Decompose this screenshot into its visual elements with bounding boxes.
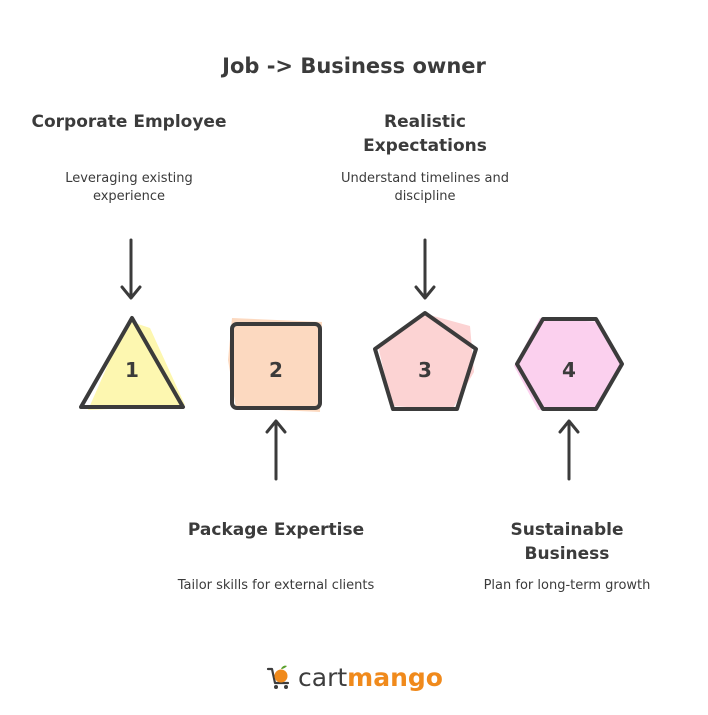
step-4-fill (514, 318, 624, 410)
step-3-number: 3 (418, 358, 432, 382)
arrow-up-step-2 (265, 419, 287, 481)
step-1-description: Leveraging existing experience (65, 171, 193, 204)
step-2-title: Package Expertise (187, 520, 365, 540)
cart-mango-icon (266, 665, 290, 689)
step-2-description: Tailor skills for external clients (177, 578, 375, 593)
arrow-down-step-1 (120, 238, 142, 300)
logo-text-cart: cart (298, 662, 348, 692)
step-3-outline (373, 311, 478, 411)
step-3-description: Understand timelines and discipline (340, 171, 509, 204)
step-3-shape: 3 (373, 311, 478, 411)
step-2-number: 2 (269, 358, 283, 382)
step-2-outline (230, 322, 322, 410)
step-4-description: Plan for long-term growth (483, 578, 651, 593)
logo-text-mango: mango (347, 662, 443, 692)
step-4-shape: 4 (514, 317, 624, 411)
step-3-fill (378, 314, 474, 410)
step-4-number: 4 (562, 358, 576, 382)
diagram-title: Job -> Business owner (222, 54, 486, 78)
brand-logo: cartmango (266, 660, 443, 694)
step-3-title: Realistic Expectations (363, 112, 487, 156)
arrow-up-step-4 (558, 419, 580, 481)
step-1-fill (88, 322, 185, 410)
step-2-shape: 2 (228, 318, 322, 412)
arrow-down-step-3 (414, 238, 436, 300)
step-2-fill (228, 318, 322, 412)
step-1-title: Corporate Employee (31, 112, 227, 132)
step-1-shape: 1 (79, 316, 185, 410)
step-1-number: 1 (125, 358, 139, 382)
step-4-title: Sustainable Business (510, 520, 624, 564)
step-4-outline (515, 317, 624, 411)
logo-text: cartmango (298, 663, 443, 692)
step-1-outline (79, 316, 185, 409)
